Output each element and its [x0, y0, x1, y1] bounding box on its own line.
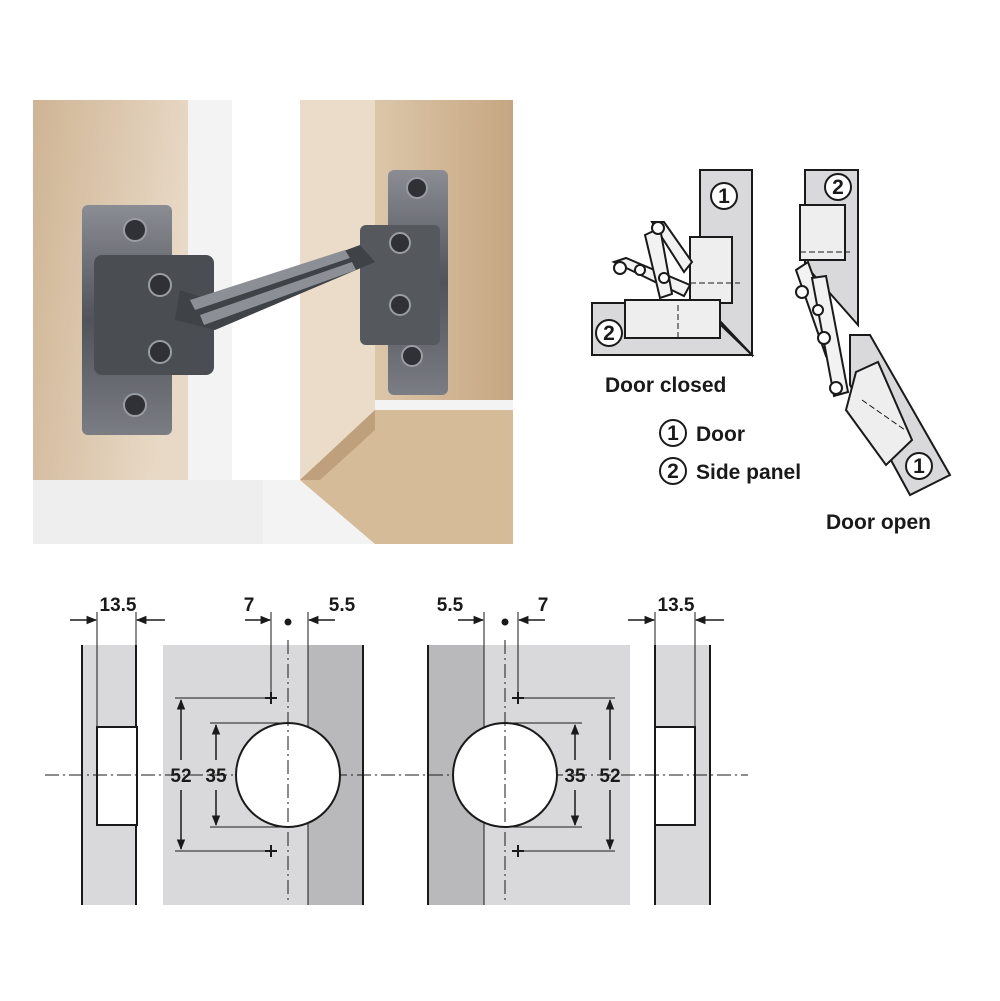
- legend: 1 Door 2 Side panel: [659, 419, 801, 485]
- screw-icon: [389, 232, 411, 254]
- dim-right-offset-b: 5.5: [437, 595, 464, 616]
- legend-door-label: Door: [696, 423, 745, 446]
- open-side-panel-badge-text: 2: [832, 176, 844, 199]
- door-number-badge: [710, 182, 738, 210]
- mounting-plate-left-drawing: [96, 726, 138, 826]
- screw-icon: [123, 393, 147, 417]
- dim-left-panel-width: 13.5: [100, 595, 137, 616]
- door-closed-label: Door closed: [605, 374, 726, 397]
- legend-num-1: 1: [667, 422, 679, 445]
- door-open-diagram: 2 1 Door open: [794, 169, 952, 534]
- dim-right-cup-diameter: 35: [564, 766, 586, 787]
- dim-left-cup-diameter: 35: [205, 766, 227, 787]
- legend-num-2: 2: [667, 460, 679, 483]
- door-closed-diagram: 1 2 Door closed: [591, 169, 755, 397]
- dim-right-offset-a: 7: [538, 595, 549, 616]
- dimension-drawings: 13.5 7 5.5 5.5 7 13.5 52 35 35 52: [45, 595, 748, 905]
- side-panel-number-badge: [595, 319, 623, 347]
- door-open-label: Door open: [826, 511, 931, 534]
- legend-side-panel-label: Side panel: [696, 461, 801, 484]
- dim-right-height-outer: 52: [599, 766, 620, 787]
- dim-right-panel-width: 13.5: [658, 595, 695, 616]
- screw-icon: [123, 218, 147, 242]
- screw-icon: [148, 340, 172, 364]
- hinge-photo: [33, 100, 513, 544]
- screw-icon: [389, 294, 411, 316]
- dim-left-offset-b: 5.5: [329, 595, 356, 616]
- dim-left-offset-a: 7: [244, 595, 255, 616]
- screw-icon: [401, 345, 423, 367]
- side-panel-number-badge-text: 2: [603, 322, 615, 345]
- dim-left-height-outer: 52: [170, 766, 191, 787]
- screw-icon: [148, 273, 172, 297]
- screw-icon: [406, 177, 428, 199]
- mounting-plate-right-drawing: [654, 726, 696, 826]
- open-door-badge-text: 1: [913, 455, 925, 478]
- door-number-badge-text: 1: [718, 185, 730, 208]
